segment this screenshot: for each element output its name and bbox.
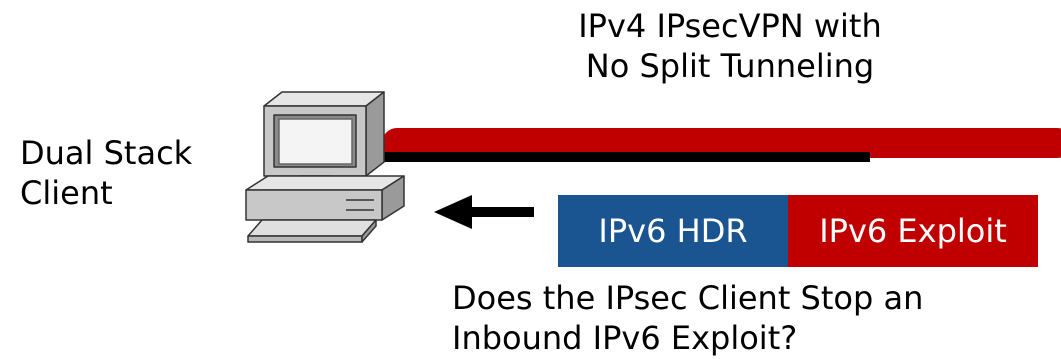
vpn-tunnel-bar xyxy=(382,128,1061,158)
client-label: Dual Stack Client xyxy=(20,133,192,213)
desktop-computer-icon xyxy=(245,91,405,243)
arrow-left-icon xyxy=(434,195,534,229)
question-line-2: Inbound IPv6 Exploit? xyxy=(452,319,798,357)
question-text: Does the IPsec Client Stop an Inbound IP… xyxy=(452,278,923,358)
vpn-title-line-1: IPv4 IPsecVPN with xyxy=(578,7,882,45)
client-label-line-1: Dual Stack xyxy=(20,134,193,172)
native-ipv6-line xyxy=(382,152,870,162)
ipv6-exploit-box: IPv6 Exploit xyxy=(788,195,1038,267)
ipv6-header-box: IPv6 HDR xyxy=(558,195,788,267)
question-line-1: Does the IPsec Client Stop an xyxy=(452,279,924,317)
client-label-line-2: Client xyxy=(20,174,113,212)
vpn-title-line-2: No Split Tunneling xyxy=(585,47,875,85)
vpn-title: IPv4 IPsecVPN with No Split Tunneling xyxy=(530,6,930,86)
